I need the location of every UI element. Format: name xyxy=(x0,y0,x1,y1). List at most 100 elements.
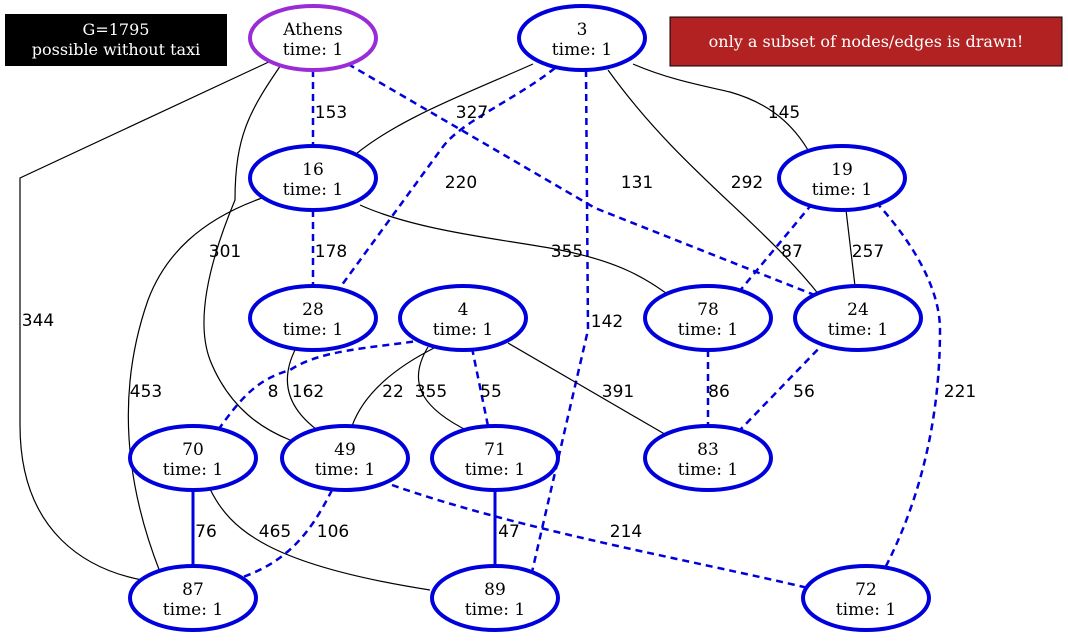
edge-3-16 xyxy=(355,63,534,155)
edge-16-87 xyxy=(127,197,263,573)
edge-weight-label: 178 xyxy=(315,242,347,262)
node-name: 24 xyxy=(847,300,869,320)
edge-19-72 xyxy=(875,201,942,569)
edge-4-71 xyxy=(417,346,471,433)
node-time: time: 1 xyxy=(283,40,343,60)
edge-Athens-24 xyxy=(347,62,823,300)
edge-3-89 xyxy=(530,69,590,573)
edge-49-72 xyxy=(391,483,809,590)
node-name: 3 xyxy=(577,20,588,40)
node-time: time: 1 xyxy=(315,460,375,480)
edge-weight-label: 47 xyxy=(498,522,520,542)
node-time: time: 1 xyxy=(433,320,493,340)
edge-weight-label: 355 xyxy=(415,382,447,402)
edge-weight-label: 391 xyxy=(602,382,634,402)
node-name: Athens xyxy=(282,20,343,40)
edge-weight-label: 106 xyxy=(317,522,349,542)
edge-weight-label: 87 xyxy=(781,242,803,262)
node-name: 28 xyxy=(302,300,324,320)
node-time: time: 1 xyxy=(678,320,738,340)
node-name: 89 xyxy=(484,580,506,600)
edge-Athens-49 xyxy=(203,61,291,441)
edge-weight-label: 145 xyxy=(768,103,800,123)
info-box: G=1795 possible without taxi xyxy=(5,14,227,66)
node-ellipse xyxy=(643,424,773,492)
node-time: time: 1 xyxy=(163,600,223,620)
node-name: 70 xyxy=(182,440,204,460)
edge-weight-label: 162 xyxy=(292,382,324,402)
node-name: 87 xyxy=(182,580,204,600)
node-name: 4 xyxy=(458,300,469,320)
edge-4-71 xyxy=(470,347,490,427)
node-name: 71 xyxy=(484,440,506,460)
node-time: time: 1 xyxy=(552,40,612,60)
edge-weight-label: 453 xyxy=(130,382,162,402)
node-ellipse xyxy=(430,564,560,632)
node-ellipse xyxy=(248,4,378,72)
node-ellipse xyxy=(793,284,923,352)
edge-weight-label: 214 xyxy=(610,522,642,542)
edge-28-49 xyxy=(286,347,321,433)
node-time: time: 1 xyxy=(828,320,888,340)
node-name: 16 xyxy=(302,160,324,180)
warning-box: only a subset of nodes/edges is drawn! xyxy=(669,16,1063,67)
edge-weight-label: 257 xyxy=(852,242,884,262)
node-name: 83 xyxy=(697,440,719,460)
node-time: time: 1 xyxy=(283,320,343,340)
node-time: time: 1 xyxy=(678,460,738,480)
node-ellipse xyxy=(128,564,258,632)
node-ellipse xyxy=(128,424,258,492)
edge-19-24 xyxy=(845,209,856,287)
edge-weight-label: 8 xyxy=(268,382,279,402)
edge-weight-label: 344 xyxy=(22,311,54,331)
node-ellipse xyxy=(777,144,907,212)
edge-weight-label: 301 xyxy=(209,242,241,262)
node-ellipse xyxy=(248,284,378,352)
edge-4-83 xyxy=(507,342,669,437)
edge-70-89 xyxy=(209,488,431,591)
edge-16-78 xyxy=(359,204,671,297)
edge-weight-label: 142 xyxy=(591,312,623,332)
edge-weight-label: 55 xyxy=(480,382,502,402)
edge-weight-label: 292 xyxy=(731,173,763,193)
warning-box-background xyxy=(669,16,1063,67)
edge-weight-label: 465 xyxy=(259,522,291,542)
edge-weight-label: 22 xyxy=(382,382,404,402)
node-ellipse xyxy=(643,284,773,352)
node-name: 72 xyxy=(855,580,877,600)
edge-weight-label: 355 xyxy=(551,242,583,262)
info-score-text: G=1795 xyxy=(83,20,150,39)
node-name: 49 xyxy=(334,440,356,460)
node-ellipse xyxy=(280,424,410,492)
edge-weight-label: 56 xyxy=(793,382,815,402)
node-time: time: 1 xyxy=(836,600,896,620)
node-ellipse xyxy=(398,284,528,352)
node-ellipse xyxy=(801,564,931,632)
info-status-text: possible without taxi xyxy=(32,40,200,59)
node-ellipse xyxy=(430,424,560,492)
edge-3-28 xyxy=(334,67,556,294)
edge-49-87 xyxy=(242,489,334,579)
node-ellipse xyxy=(517,4,647,72)
edge-3-19 xyxy=(632,63,809,151)
edge-weight-label: 153 xyxy=(315,103,347,123)
edge-weight-label: 220 xyxy=(445,173,477,193)
edge-weight-label: 327 xyxy=(456,103,488,123)
edge-3-24 xyxy=(607,69,821,297)
node-time: time: 1 xyxy=(465,460,525,480)
